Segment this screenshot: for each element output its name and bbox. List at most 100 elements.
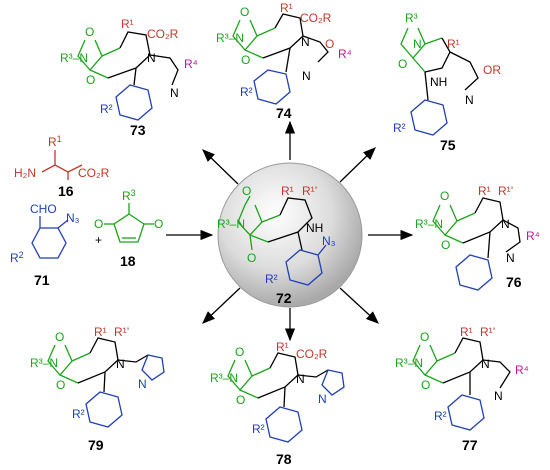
c74-number: 74 [276, 105, 292, 121]
compound-75: R³ N O R¹ NH OR N R² 75 [393, 11, 501, 153]
c76-r1p: R¹’ [498, 184, 513, 198]
c72-r1: R¹ [281, 184, 294, 198]
c73-n-ring: N [147, 51, 156, 65]
c74-r2: R² [240, 85, 253, 99]
c76-r4: R⁴ [526, 229, 540, 243]
c16-co2r: CO₂R [78, 166, 110, 180]
compound-71: CHO N₃ R2 71 [10, 202, 80, 288]
c77-r3n: R³–N [395, 356, 423, 370]
c71-r: R [10, 251, 19, 265]
c77-r1: R¹ [460, 325, 473, 339]
c77-o-top: O [420, 330, 429, 344]
c74-r1: R¹ [280, 1, 293, 15]
c75-n-imine: N [465, 93, 474, 107]
c75-n: N [413, 37, 422, 51]
svg-text:R1: R1 [48, 134, 62, 149]
arrow-to-77 [339, 287, 379, 324]
c73-number: 73 [130, 122, 146, 138]
c78-r2: R² [252, 422, 265, 436]
c79-r1: R¹ [94, 325, 107, 339]
c79-n-ring: N [116, 357, 125, 371]
c71-number: 71 [34, 272, 50, 288]
c72-nh: NH [306, 221, 323, 235]
c18-r: R [122, 189, 131, 203]
c76-r3n: R³–N [415, 217, 443, 231]
svg-text:R3: R3 [122, 188, 136, 203]
c74-co2r: CO₂R [300, 11, 332, 25]
c79-r2: R² [72, 407, 85, 421]
c77-r1p: R¹’ [480, 325, 495, 339]
c18-o-right: O [154, 217, 163, 231]
arrow-to-73 [202, 149, 239, 185]
c18-o-left: O [94, 217, 103, 231]
c79-n-triazole: N [138, 377, 147, 391]
c72-o-bottom: O [247, 251, 256, 265]
c16-number: 16 [58, 183, 74, 199]
c76-number: 76 [506, 274, 522, 290]
compound-18: R3 O O 18 [94, 188, 163, 269]
c78-o-bottom: O [236, 393, 245, 407]
c77-n-ring: N [481, 357, 490, 371]
compound-76: O O R³–N R¹ R¹’ N N R⁴ 76 [415, 184, 540, 291]
c79-r3n: R³–N [30, 356, 58, 370]
c78-r1: R¹ [276, 340, 289, 354]
c77-n-imine: N [494, 389, 503, 403]
c16-r-sup: 1 [57, 134, 62, 144]
c77-o-bottom: O [421, 378, 430, 392]
c16-h2n: H₂N [14, 166, 36, 180]
c72-o-top: O [242, 184, 251, 198]
c76-o-top: O [440, 189, 449, 203]
c75-nh: NH [430, 75, 447, 89]
c73-o-bottom: O [86, 73, 95, 87]
compound-77: O O R³–N R¹ R¹’ N N R⁴ R² 77 [395, 325, 529, 453]
c73-r2: R² [100, 102, 113, 116]
c71-cho: CHO [30, 202, 57, 216]
c72-r1p: R¹’ [302, 184, 317, 198]
c74-n-imine: N [302, 69, 311, 83]
c73-o-top: O [85, 25, 94, 39]
c73-r3n: R³–N [60, 51, 88, 65]
c18-r-sup: 3 [131, 188, 136, 198]
c78-co2r: CO₂R [296, 347, 328, 361]
c16-r: R [48, 135, 57, 149]
svg-text:R³: R³ [405, 11, 418, 25]
compound-74: O O R³–N R¹ CO₂R N N O R⁴ R² 74 [216, 1, 352, 121]
arrow-to-75 [339, 147, 376, 183]
svg-text:R2: R2 [10, 250, 24, 265]
c77-number: 77 [462, 437, 478, 453]
plus-sign: + [95, 233, 102, 247]
compound-16: R1 H₂N CO₂R 16 [14, 134, 110, 199]
c74-o-amide: O [325, 37, 334, 51]
c72-n3: N₃ [322, 234, 336, 248]
c79-o-top: O [55, 330, 64, 344]
compound-73: O O R³–N R¹ CO₂R N N R⁴ R² 73 [60, 17, 198, 138]
c76-n-ring: N [501, 217, 510, 231]
c79-number: 79 [88, 437, 104, 453]
c78-o-top: O [235, 345, 244, 359]
c76-o-bottom: O [441, 238, 450, 252]
c71-r-sup: 2 [19, 250, 24, 260]
c72-r2: R² [265, 272, 278, 286]
c76-n-imine: N [506, 251, 515, 265]
c74-r3n: R³–N [216, 31, 244, 45]
c76-r1: R¹ [478, 184, 491, 198]
c75-r2: R² [393, 121, 406, 135]
c78-number: 78 [276, 451, 292, 467]
c71-n3: N₃ [66, 211, 80, 225]
compound-79: O O R³–N R¹ R¹’ N N R² 79 [30, 325, 165, 453]
c75-o: O [398, 57, 407, 71]
c77-r4: R⁴ [515, 363, 529, 377]
compound-78: O O R³–N R¹ CO₂R N N R² 78 [210, 340, 345, 467]
c75-r1: R¹ [447, 37, 460, 51]
c73-r1: R¹ [121, 17, 134, 31]
c74-o-bottom: O [241, 53, 250, 67]
c75-number: 75 [440, 137, 456, 153]
c74-o-top: O [240, 5, 249, 19]
c75-or: OR [483, 63, 501, 77]
c73-co2r: CO₂R [147, 27, 179, 41]
c78-r3n: R³–N [210, 371, 238, 385]
c78-n-triazole: N [318, 392, 327, 406]
c77-r2: R² [434, 409, 447, 423]
c78-n-ring: N [296, 372, 305, 386]
